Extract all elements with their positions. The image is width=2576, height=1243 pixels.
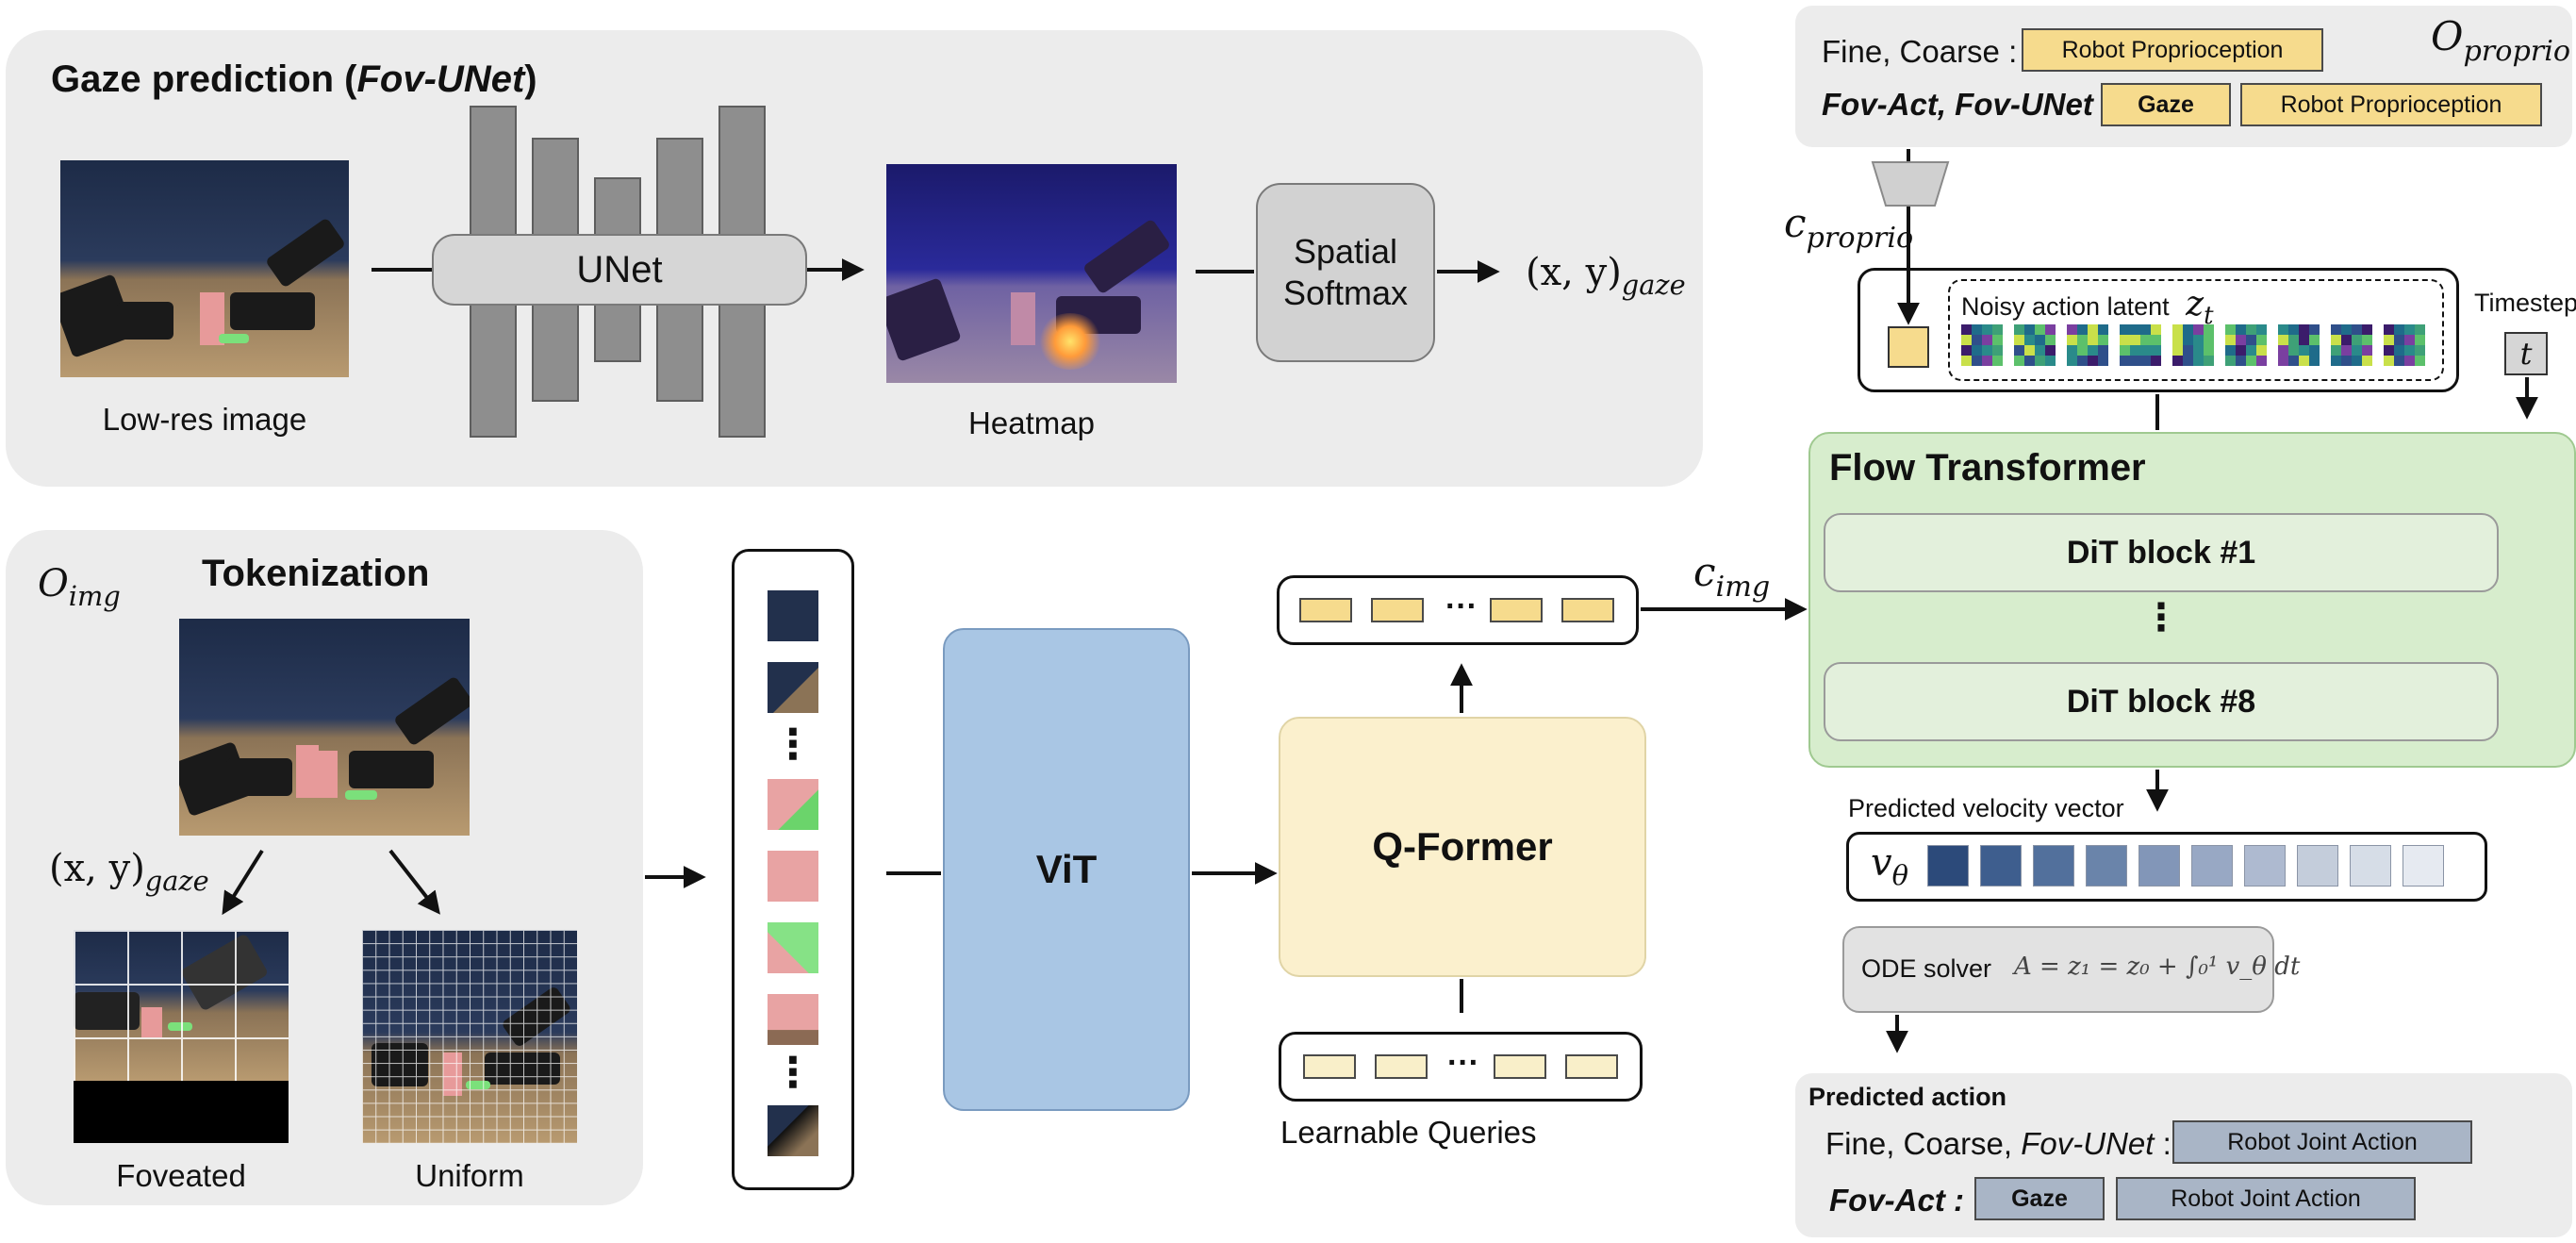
token-column — [732, 549, 854, 1190]
velocity-container — [1846, 832, 2487, 902]
noisy-latent-label: Noisy action latent zt — [1961, 285, 2214, 331]
token-patch — [768, 662, 818, 713]
heatmap-image — [886, 164, 1177, 383]
velocity-tile — [2033, 845, 2074, 887]
timestep-box: t — [2504, 332, 2548, 375]
velocity-tile — [2138, 845, 2180, 887]
arrow-to-foveated — [222, 849, 264, 916]
proprio-encoder-trapezoid — [1871, 161, 1950, 207]
output-token — [1371, 598, 1424, 622]
latent-tile — [2331, 324, 2372, 366]
foveated-image — [74, 930, 289, 1143]
query-token — [1375, 1054, 1428, 1079]
proprio-row2-gaze-chip: Gaze — [2101, 83, 2231, 126]
ode-solver-label: ODE solver — [1861, 954, 1992, 983]
token-patch — [768, 1105, 818, 1156]
output-token — [1490, 598, 1543, 622]
heatmap-label: Heatmap — [968, 406, 1095, 440]
velocity-tile — [2244, 845, 2286, 887]
output-token — [1299, 598, 1352, 622]
latent-tile — [1961, 324, 2003, 366]
token-patch — [768, 851, 818, 902]
ode-solver-box — [1842, 926, 2274, 1013]
low-res-image — [60, 160, 349, 377]
velocity-symbol: vθ — [1871, 841, 1908, 892]
velocity-tile — [2297, 845, 2338, 887]
token-patch — [768, 590, 818, 641]
proprio-row1-label: Fine, Coarse : — [1822, 34, 2018, 69]
action-row2-gaze-chip: Gaze — [1974, 1177, 2105, 1220]
tokenization-title: Tokenization — [202, 553, 430, 594]
action-row1-label: Fine, Coarse, Fov-UNet : — [1825, 1126, 2171, 1161]
output-token — [1561, 598, 1614, 622]
foveated-label: Foveated — [116, 1158, 246, 1193]
c-proprio-label: cproprio — [1784, 200, 1914, 255]
c-img-label: cimg — [1693, 549, 1771, 604]
velocity-tile — [2350, 845, 2391, 887]
token-patch — [768, 922, 818, 973]
learnable-queries-label: Learnable Queries — [1280, 1115, 1537, 1150]
gaze-panel-title: Gaze prediction (Fov-UNet) — [51, 58, 537, 100]
vit-block: ViT — [943, 628, 1190, 1111]
tokenization-gaze-label: (x, y)gaze — [49, 847, 209, 898]
action-row1-chip: Robot Joint Action — [2172, 1120, 2472, 1164]
obs-proprio-label: Oproprio — [2431, 13, 2571, 68]
latent-container — [1858, 268, 2459, 392]
proprio-token — [1888, 326, 1929, 368]
action-row2-action-chip: Robot Joint Action — [2116, 1177, 2416, 1220]
proprio-row2-label: Fov-Act, Fov-UNet : — [1822, 87, 2112, 122]
arrow-to-uniform — [388, 849, 440, 915]
token-ellipsis-top: ⋮ — [772, 721, 814, 768]
query-token-dots: ··· — [1447, 1045, 1479, 1081]
low-res-image-label: Low-res image — [102, 402, 307, 437]
latent-tile — [2120, 324, 2161, 366]
proprio-row2-proprio-chip: Robot Proprioception — [2240, 83, 2542, 126]
dit-ellipsis: ⋮ — [2142, 597, 2180, 638]
latent-tile — [2225, 324, 2267, 366]
gaze-output-label: (x, y)gaze — [1526, 251, 1686, 302]
latent-tile — [2384, 324, 2425, 366]
velocity-label: Predicted velocity vector — [1848, 794, 2124, 822]
output-token-dots: ··· — [1445, 588, 1478, 624]
obs-img-label: Oimg — [38, 562, 121, 613]
qformer-block: Q-Former — [1279, 717, 1646, 977]
dit-block-1: DiT block #1 — [1824, 513, 2499, 592]
token-patch — [768, 994, 818, 1045]
timestep-label: Timestep — [2474, 289, 2576, 317]
ode-equation: A = z₁ = z₀ + ∫₀¹ v_θ dt — [2014, 953, 2301, 981]
predicted-action-title: Predicted action — [1808, 1083, 2007, 1111]
velocity-tile — [2403, 845, 2444, 887]
velocity-tile — [2086, 845, 2127, 887]
query-token — [1303, 1054, 1356, 1079]
action-row2-label: Fov-Act : — [1829, 1183, 1964, 1218]
unet-block: UNet — [432, 234, 807, 306]
qformer-output-tokens — [1277, 575, 1639, 645]
observation-image — [179, 619, 470, 836]
proprio-row1-chip: Robot Proprioception — [2022, 28, 2323, 72]
flow-transformer-title: Flow Transformer — [1829, 447, 2146, 489]
noisy-latent-box — [1948, 279, 2444, 381]
spatial-softmax-block: Spatial Softmax — [1256, 183, 1435, 362]
latent-tile — [2014, 324, 2056, 366]
velocity-tile — [2191, 845, 2233, 887]
token-patch — [768, 779, 818, 830]
velocity-tile — [1980, 845, 2022, 887]
velocity-tile — [1927, 845, 1969, 887]
latent-tile — [2067, 324, 2108, 366]
latent-tile — [2278, 324, 2320, 366]
query-token — [1494, 1054, 1546, 1079]
uniform-image — [362, 930, 577, 1143]
latent-tile — [2172, 324, 2214, 366]
learnable-queries-tokens — [1279, 1032, 1643, 1102]
dit-block-8: DiT block #8 — [1824, 662, 2499, 741]
query-token — [1565, 1054, 1618, 1079]
uniform-label: Uniform — [415, 1158, 524, 1193]
token-ellipsis-bottom: ⋮ — [772, 1050, 814, 1096]
